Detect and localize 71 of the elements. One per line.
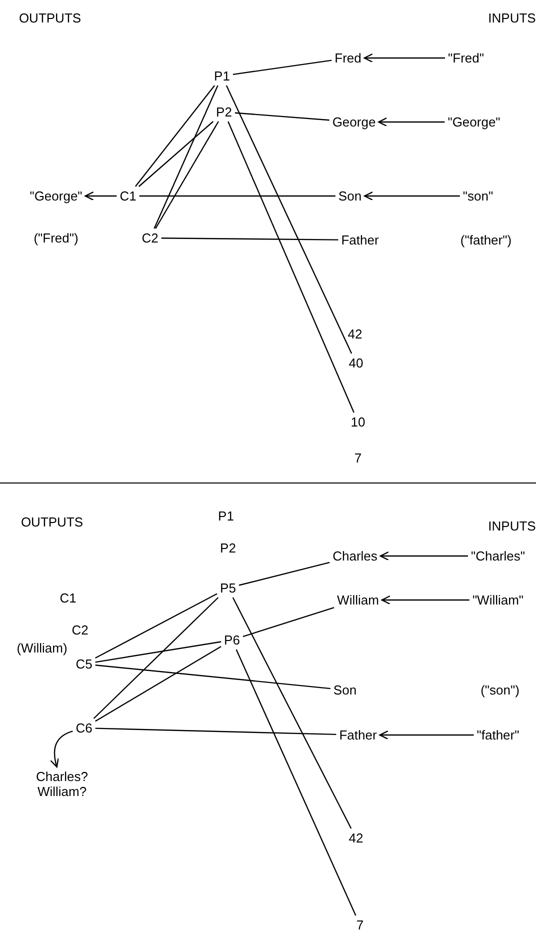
node-label: William? (36, 784, 88, 799)
arrow (364, 191, 460, 201)
connector-line (234, 112, 330, 121)
node-label: 42 (348, 830, 364, 846)
connector-line (95, 664, 330, 690)
node-label: "George" (30, 188, 82, 204)
text-label: ("Fred") (34, 230, 78, 246)
node-label: 40 (348, 356, 364, 370)
node-label: C2 (142, 230, 158, 246)
connector-line (155, 121, 219, 229)
node-label: Charles (332, 548, 378, 564)
text-label: C2 (72, 622, 88, 638)
text-label: 7 (354, 450, 362, 466)
node-label: Father (341, 232, 379, 248)
node-label: 10 (350, 414, 366, 430)
node-label: "Fred" (448, 50, 484, 66)
connector-line (226, 85, 352, 354)
text-label: C1 (60, 590, 76, 606)
connector-line (232, 60, 332, 76)
text-label: 42 (348, 326, 362, 342)
node-label: "father" (476, 728, 520, 742)
arrow (84, 191, 117, 201)
node-label: William (337, 592, 379, 608)
node-label: "George" (448, 114, 500, 130)
connector-line (238, 562, 330, 586)
connector-line (139, 195, 336, 197)
connector-line (154, 85, 218, 229)
connector-line (93, 597, 219, 719)
node-label: "William" (472, 592, 524, 608)
text-label: INPUTS (488, 518, 536, 534)
text-label: (William) (16, 640, 68, 656)
arrow (378, 117, 445, 127)
arrow (364, 53, 446, 63)
node-label: P2 (216, 104, 232, 120)
connector-line (95, 593, 218, 659)
text-label: OUTPUTS (18, 10, 82, 26)
node-label: Son (333, 682, 357, 698)
connector-line (232, 597, 352, 829)
text-label: P1 (218, 508, 234, 524)
connector-line (95, 641, 222, 663)
node-label: George (332, 114, 376, 130)
arrow (50, 730, 73, 768)
arrow (380, 551, 468, 561)
node-label: Father (339, 728, 377, 742)
node-label: Fred (334, 50, 362, 66)
connector-line (236, 649, 356, 916)
text-label: P2 (220, 540, 236, 556)
connector-line (138, 121, 214, 187)
node-label: "son" (462, 188, 494, 204)
node-label: "Charles" (470, 548, 526, 564)
node-label: P5 (220, 580, 236, 596)
text-label: ("son") (480, 682, 520, 698)
node-label: C6 (76, 720, 92, 736)
arrow (379, 730, 474, 740)
text-label: OUTPUTS (20, 514, 84, 530)
node-label: 7 (356, 918, 364, 932)
node-label: Son (338, 188, 362, 204)
node-label: C1 (120, 188, 136, 204)
node-label: P6 (224, 632, 240, 648)
connector-line (161, 238, 338, 240)
arrow (381, 595, 470, 605)
text-label: INPUTS (488, 10, 536, 26)
connector-line (242, 607, 334, 638)
node-label: Charles? (36, 769, 88, 784)
connector-line (95, 646, 222, 722)
connector-line (95, 728, 336, 736)
node-label: P1 (214, 68, 230, 84)
text-label: ("father") (460, 232, 512, 248)
node-label: C5 (76, 656, 92, 672)
connector-line (134, 85, 216, 187)
connector-line (228, 121, 354, 413)
